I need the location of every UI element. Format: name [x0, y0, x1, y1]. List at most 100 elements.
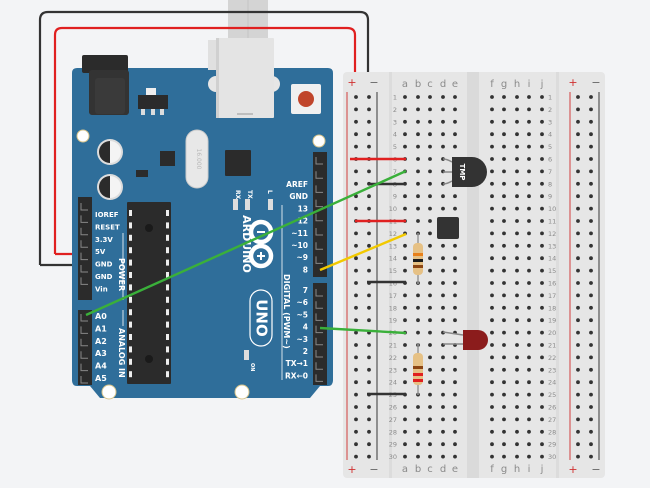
breadboard-hole[interactable] — [441, 318, 445, 323]
header-pin[interactable] — [80, 376, 88, 384]
header-pin[interactable] — [315, 242, 323, 250]
breadboard-hole[interactable] — [515, 219, 519, 223]
breadboard-hole[interactable] — [589, 454, 593, 459]
header-pin[interactable] — [80, 314, 88, 322]
breadboard-hole[interactable] — [515, 330, 519, 335]
breadboard-hole[interactable] — [367, 107, 371, 112]
breadboard-hole[interactable] — [453, 281, 457, 285]
breadboard-hole[interactable] — [490, 181, 494, 186]
header-pin[interactable] — [80, 351, 88, 359]
breadboard-hole[interactable] — [589, 194, 593, 199]
breadboard-hole[interactable] — [576, 268, 580, 273]
breadboard-hole[interactable] — [490, 392, 494, 397]
breadboard-hole[interactable] — [527, 219, 531, 223]
header-pin[interactable] — [315, 157, 323, 165]
breadboard-hole[interactable] — [576, 392, 580, 397]
header-pin[interactable] — [315, 185, 323, 193]
breadboard-hole[interactable] — [515, 305, 519, 310]
header-pin[interactable] — [315, 213, 323, 222]
breadboard-hole[interactable] — [540, 343, 544, 347]
breadboard-hole[interactable] — [367, 318, 371, 323]
breadboard-hole[interactable] — [540, 380, 544, 385]
breadboard-hole[interactable] — [354, 119, 358, 124]
breadboard-hole[interactable] — [502, 330, 506, 335]
breadboard-hole[interactable] — [540, 367, 544, 372]
breadboard-hole[interactable] — [403, 293, 407, 298]
breadboard-hole[interactable] — [354, 417, 358, 422]
breadboard-hole[interactable] — [428, 231, 432, 236]
breadboard-hole[interactable] — [576, 231, 580, 236]
breadboard-hole[interactable] — [502, 119, 506, 124]
breadboard-hole[interactable] — [502, 343, 506, 347]
breadboard-hole[interactable] — [354, 268, 358, 273]
breadboard-hole[interactable] — [403, 144, 407, 149]
breadboard-hole[interactable] — [367, 169, 371, 174]
breadboard-hole[interactable] — [527, 417, 531, 422]
breadboard-hole[interactable] — [441, 144, 445, 149]
breadboard-hole[interactable] — [403, 355, 407, 360]
breadboard-hole[interactable] — [428, 243, 432, 248]
breadboard-hole[interactable] — [589, 119, 593, 124]
breadboard-hole[interactable] — [515, 268, 519, 273]
breadboard-hole[interactable] — [527, 268, 531, 273]
breadboard-hole[interactable] — [403, 107, 407, 112]
breadboard-hole[interactable] — [354, 144, 358, 149]
breadboard-hole[interactable] — [354, 405, 358, 409]
breadboard-hole[interactable] — [354, 442, 358, 447]
breadboard-hole[interactable] — [515, 343, 519, 347]
breadboard-hole[interactable] — [540, 305, 544, 310]
breadboard-hole[interactable] — [416, 119, 420, 124]
breadboard-hole[interactable] — [367, 119, 371, 124]
breadboard-hole[interactable] — [515, 132, 519, 137]
breadboard-hole[interactable] — [576, 417, 580, 422]
breadboard-hole[interactable] — [490, 243, 494, 248]
breadboard-hole[interactable] — [540, 119, 544, 124]
breadboard-hole[interactable] — [490, 355, 494, 360]
breadboard-hole[interactable] — [416, 132, 420, 137]
breadboard[interactable]: aabbccddeeffgghhiijj11223344556677889910… — [343, 72, 605, 478]
breadboard-hole[interactable] — [428, 107, 432, 112]
breadboard-hole[interactable] — [490, 454, 494, 459]
breadboard-hole[interactable] — [490, 429, 494, 434]
breadboard-hole[interactable] — [354, 330, 358, 335]
breadboard-hole[interactable] — [490, 256, 494, 261]
header-pin[interactable] — [315, 256, 323, 264]
breadboard-hole[interactable] — [354, 392, 358, 397]
breadboard-hole[interactable] — [490, 169, 494, 174]
breadboard-hole[interactable] — [403, 119, 407, 124]
breadboard-hole[interactable] — [441, 442, 445, 447]
breadboard-hole[interactable] — [428, 417, 432, 422]
breadboard-hole[interactable] — [527, 194, 531, 199]
breadboard-hole[interactable] — [502, 429, 506, 434]
breadboard-hole[interactable] — [441, 256, 445, 261]
breadboard-hole[interactable] — [428, 194, 432, 199]
breadboard-hole[interactable] — [576, 119, 580, 124]
breadboard-hole[interactable] — [502, 442, 506, 447]
breadboard-hole[interactable] — [589, 144, 593, 149]
breadboard-hole[interactable] — [502, 318, 506, 323]
breadboard-hole[interactable] — [515, 355, 519, 360]
breadboard-hole[interactable] — [527, 256, 531, 261]
breadboard-hole[interactable] — [540, 219, 544, 223]
breadboard-hole[interactable] — [416, 169, 420, 174]
breadboard-hole[interactable] — [515, 194, 519, 199]
breadboard-hole[interactable] — [490, 144, 494, 149]
wire-pin4-to-row20[interactable] — [319, 326, 407, 335]
breadboard-hole[interactable] — [540, 330, 544, 335]
breadboard-hole[interactable] — [576, 95, 580, 99]
breadboard-hole[interactable] — [367, 181, 371, 186]
breadboard-hole[interactable] — [428, 355, 432, 360]
breadboard-hole[interactable] — [367, 343, 371, 347]
breadboard-hole[interactable] — [416, 442, 420, 447]
breadboard-hole[interactable] — [403, 429, 407, 434]
breadboard-hole[interactable] — [576, 181, 580, 186]
header-pin[interactable] — [80, 265, 88, 273]
breadboard-hole[interactable] — [428, 119, 432, 124]
breadboard-hole[interactable] — [527, 107, 531, 112]
breadboard-hole[interactable] — [416, 194, 420, 199]
breadboard-hole[interactable] — [367, 132, 371, 137]
breadboard-hole[interactable] — [589, 417, 593, 422]
breadboard-hole[interactable] — [502, 194, 506, 199]
breadboard-hole[interactable] — [540, 355, 544, 360]
breadboard-hole[interactable] — [441, 243, 445, 248]
